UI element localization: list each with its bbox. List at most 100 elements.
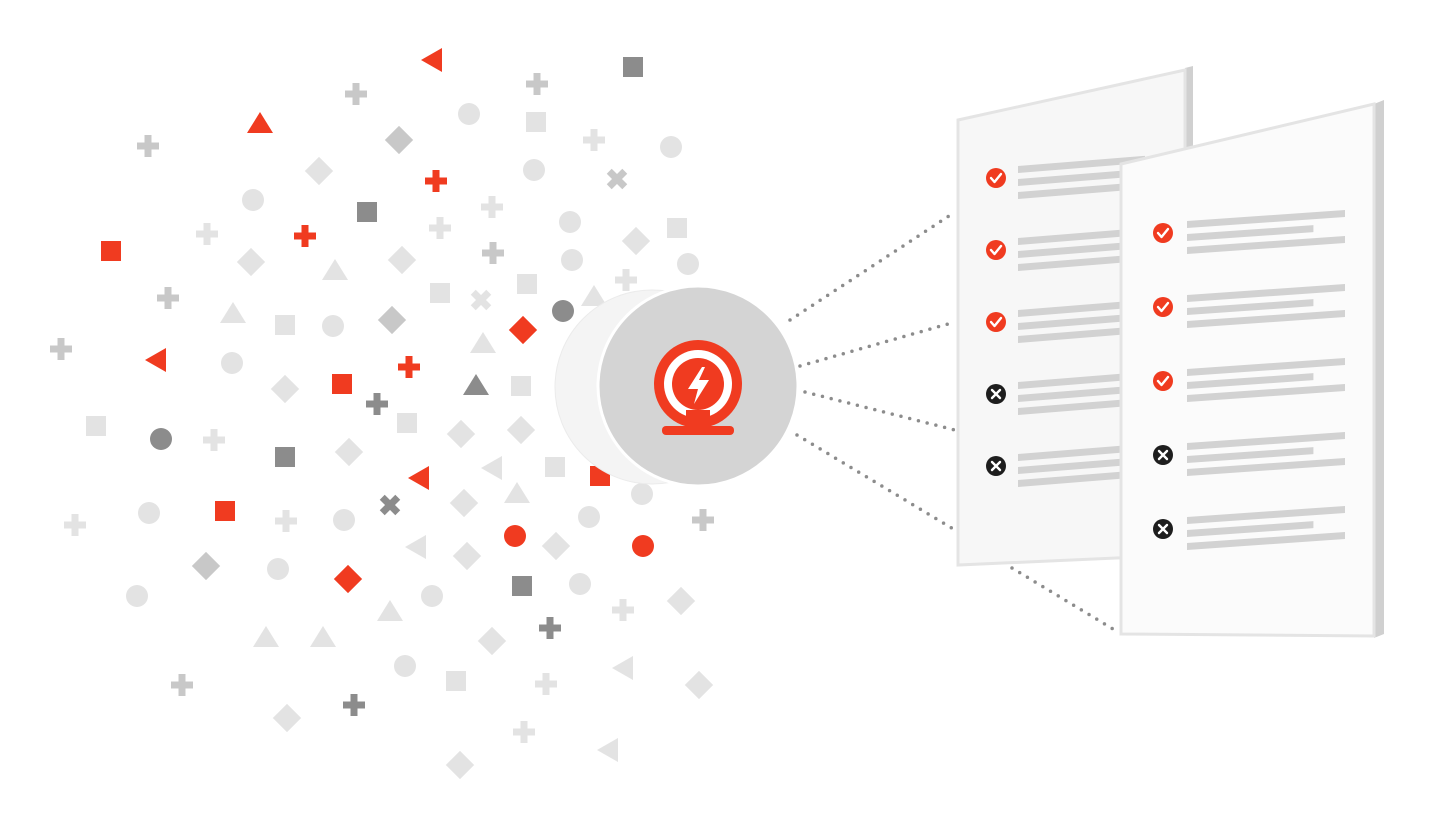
text-line — [1187, 209, 1345, 228]
diamond-shape — [684, 670, 714, 700]
text-line — [1018, 227, 1145, 245]
plus-shape — [526, 73, 548, 95]
circle-shape — [523, 159, 545, 181]
text-line — [1187, 309, 1345, 328]
plus-shape — [157, 287, 179, 309]
square-shape — [430, 283, 450, 303]
result-row — [986, 227, 1145, 271]
left-triangle-shape — [481, 456, 502, 480]
text-line — [1187, 383, 1345, 402]
plus-shape — [196, 223, 218, 245]
text-line — [1018, 299, 1145, 317]
circle-shape — [394, 655, 416, 677]
triangle-shape — [310, 626, 336, 647]
square-shape — [101, 241, 121, 261]
square-shape — [275, 315, 295, 335]
text-line — [1187, 521, 1314, 537]
circle-shape — [242, 189, 264, 211]
result-row — [1153, 357, 1345, 402]
plus-shape — [429, 217, 451, 239]
text-line — [1018, 386, 1120, 402]
square-shape — [332, 374, 352, 394]
circle-shape — [267, 558, 289, 580]
circle-shape — [221, 352, 243, 374]
result-row — [986, 155, 1145, 199]
result-row — [1153, 505, 1345, 550]
cross-shape — [379, 494, 401, 516]
checkmark-icon — [986, 168, 1006, 188]
plus-shape — [513, 721, 535, 743]
scattered-shapes — [50, 48, 714, 780]
diamond-shape — [477, 626, 507, 656]
dotted-connectors — [788, 210, 1120, 634]
plus-shape — [535, 673, 557, 695]
square-shape — [526, 112, 546, 132]
plus-shape — [366, 393, 388, 415]
text-line — [1187, 357, 1345, 376]
plus-shape — [612, 599, 634, 621]
diamond-shape — [270, 374, 300, 404]
checkmark-icon — [986, 240, 1006, 260]
text-line — [1018, 397, 1145, 415]
lightning-bolt-icon — [654, 340, 742, 435]
plus-shape — [137, 135, 159, 157]
dotted-line — [803, 390, 957, 432]
circle-shape — [632, 535, 654, 557]
circle-shape — [126, 585, 148, 607]
triangle-shape — [253, 626, 279, 647]
square-shape — [215, 501, 235, 521]
x-mark-icon — [986, 456, 1006, 476]
diamond-shape — [445, 750, 475, 780]
plus-shape — [171, 674, 193, 696]
circle-shape — [138, 502, 160, 524]
checkmark-icon — [1153, 223, 1173, 243]
circle-shape — [569, 573, 591, 595]
result-row — [986, 443, 1145, 487]
text-line — [1018, 170, 1120, 186]
square-shape — [86, 416, 106, 436]
diamond-shape — [387, 245, 417, 275]
circle-shape — [504, 525, 526, 547]
plus-shape — [482, 242, 504, 264]
diamond-shape — [508, 315, 538, 345]
result-row — [986, 299, 1145, 343]
hub — [554, 284, 800, 488]
text-line — [1187, 505, 1345, 524]
cross-shape — [470, 289, 492, 311]
dotted-line — [798, 320, 957, 368]
circle-shape — [552, 300, 574, 322]
result-row — [1153, 431, 1345, 476]
square-shape — [357, 202, 377, 222]
circle-shape — [322, 315, 344, 337]
circle-shape — [333, 509, 355, 531]
plus-shape — [615, 269, 637, 291]
text-line — [1187, 283, 1345, 302]
square-shape — [667, 218, 687, 238]
square-shape — [511, 376, 531, 396]
square-shape — [623, 57, 643, 77]
text-line — [1187, 457, 1345, 476]
text-line — [1018, 155, 1145, 173]
text-line — [1187, 447, 1314, 463]
plus-shape — [294, 225, 316, 247]
diamond-shape — [304, 156, 334, 186]
result-row — [986, 371, 1145, 415]
plus-shape — [50, 338, 72, 360]
text-line — [1018, 469, 1145, 487]
diamond-shape — [452, 541, 482, 571]
plus-shape — [481, 196, 503, 218]
text-line — [1187, 235, 1345, 254]
diamond-shape — [446, 419, 476, 449]
diamond-shape — [384, 125, 414, 155]
square-shape — [517, 274, 537, 294]
diamond-shape — [191, 551, 221, 581]
diamond-shape — [541, 531, 571, 561]
diamond-shape — [621, 226, 651, 256]
diamond-shape — [334, 437, 364, 467]
dotted-line — [788, 210, 957, 322]
x-mark-icon — [1153, 519, 1173, 539]
plus-shape — [275, 510, 297, 532]
triangle-shape — [220, 302, 246, 323]
triangle-shape — [247, 112, 273, 133]
